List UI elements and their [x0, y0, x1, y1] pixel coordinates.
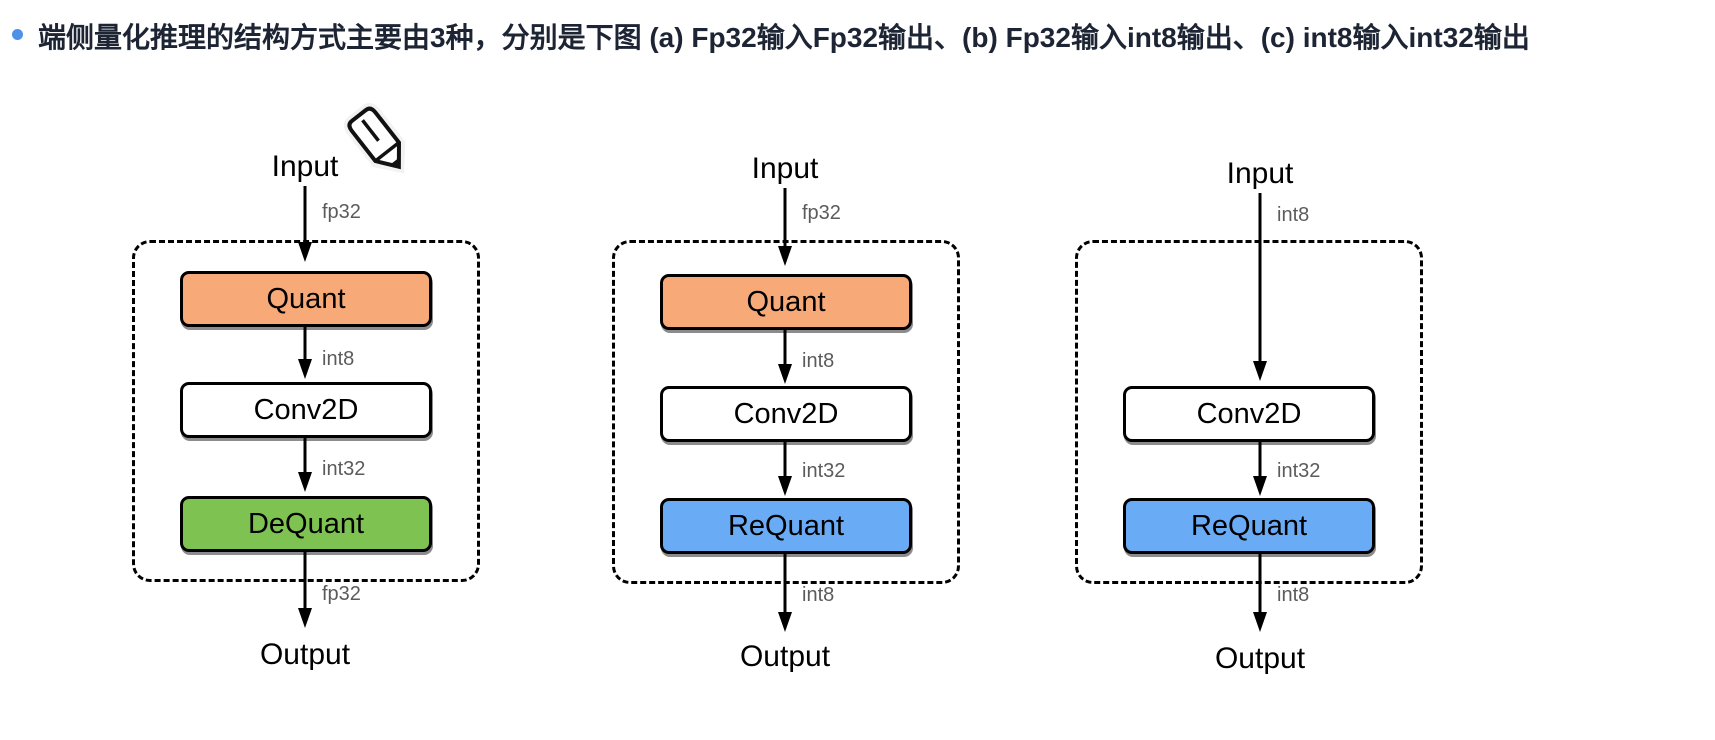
output-label-a: Output	[259, 638, 351, 671]
edge-label-a-in: fp32	[322, 201, 361, 223]
input-label-b: Input	[751, 152, 819, 185]
edge-label-c-out: int8	[1277, 584, 1310, 606]
node-conv2d-b[interactable]: Conv2D	[660, 386, 912, 442]
input-label-c: Input	[1226, 157, 1294, 190]
output-label-b: Output	[739, 640, 831, 673]
edge-label-a-out: fp32	[322, 583, 361, 605]
node-requant-b[interactable]: ReQuant	[660, 498, 912, 554]
node-quant-b[interactable]: Quant	[660, 274, 912, 330]
diagram-column-b: Input fp32 Quant int8 Conv2D int32 ReQua…	[550, 0, 1020, 740]
node-dequant-a[interactable]: DeQuant	[180, 496, 432, 552]
edge-label-b-1: int8	[802, 350, 835, 372]
bullet-point-icon	[12, 29, 23, 40]
input-label-a: Input	[271, 150, 339, 183]
dashed-group-box-c	[1075, 240, 1423, 584]
edge-label-b-out: int8	[802, 584, 835, 606]
node-conv2d-c[interactable]: Conv2D	[1123, 386, 1375, 442]
diagram-column-a: Input fp32 Quant int8 Conv2D int32 DeQua…	[70, 0, 540, 740]
node-conv2d-a[interactable]: Conv2D	[180, 382, 432, 438]
edge-label-b-in: fp32	[802, 202, 841, 224]
page-title: 端侧量化推理的结构方式主要由3种，分别是下图 (a) Fp32输入Fp32输出、…	[38, 22, 1530, 53]
edge-label-c-1: int32	[1277, 460, 1321, 482]
node-quant-a[interactable]: Quant	[180, 271, 432, 327]
node-requant-c[interactable]: ReQuant	[1123, 498, 1375, 554]
edge-label-a-1: int8	[322, 348, 355, 370]
output-label-c: Output	[1214, 642, 1306, 675]
edge-label-c-in: int8	[1277, 204, 1310, 226]
edge-label-a-2: int32	[322, 458, 366, 480]
diagram-column-c: Input int8 Conv2D int32 ReQuant int8 Out…	[1025, 0, 1495, 740]
slide-title-block: 端侧量化推理的结构方式主要由3种，分别是下图 (a) Fp32输入Fp32输出、…	[0, 0, 1715, 130]
edge-label-b-2: int32	[802, 460, 846, 482]
